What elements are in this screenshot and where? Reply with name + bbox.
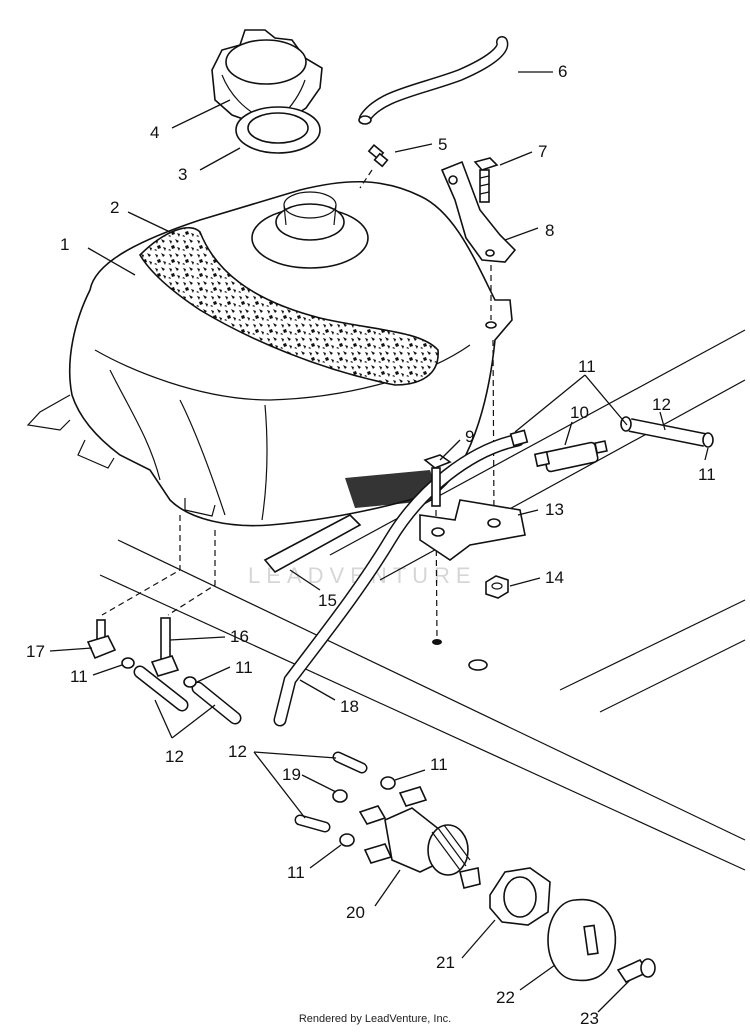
callout-22: 22: [496, 988, 515, 1007]
callout-7: 7: [538, 142, 547, 161]
callout-11-right: 11: [698, 465, 716, 484]
callout-11-petcock-top: 11: [430, 755, 448, 774]
callout-4: 4: [150, 123, 159, 142]
footer-credit: Rendered by LeadVenture, Inc.: [298, 1013, 452, 1025]
callout-9: 9: [465, 427, 474, 446]
callout-23: 23: [580, 1009, 599, 1028]
callout-11-filter-top: 11: [578, 357, 596, 376]
callout-19: 19: [282, 765, 301, 784]
mount-bracket: [419, 499, 526, 561]
tank-pad: [263, 514, 362, 574]
tank-cover-pad: [138, 227, 439, 386]
callout-12-center: 12: [228, 742, 247, 761]
callout-13: 13: [545, 500, 564, 519]
callout-3: 3: [178, 165, 187, 184]
vent-hose: [358, 36, 509, 125]
callout-14: 14: [545, 568, 564, 587]
tee-fitting: [150, 617, 180, 677]
callout-12-left: 12: [165, 747, 184, 766]
tank-bracket: [440, 160, 517, 263]
hose-clamps-left: [121, 657, 197, 688]
petcock-knob: [547, 898, 617, 982]
bracket-bolt: [473, 157, 499, 203]
fuel-petcock: [358, 786, 481, 889]
callout-16: 16: [230, 627, 249, 646]
knob-screw: [616, 958, 656, 984]
leader-lines: [49, 71, 709, 1013]
callout-18: 18: [340, 697, 359, 716]
callout-11-left: 11: [70, 667, 88, 686]
vent-fitting: [359, 143, 389, 189]
main-fuel-line: [273, 429, 529, 727]
fuel-hose-upper-right: [620, 416, 714, 448]
mount-nut: [485, 575, 509, 599]
callout-21: 21: [436, 953, 455, 972]
callout-6: 6: [558, 62, 567, 81]
callout-11-petcock-bottom: 11: [287, 863, 305, 882]
fuel-filter: [533, 440, 608, 473]
fuel-cap: [211, 29, 323, 126]
callout-labels: 1 2 3 4 5 6 7 8 9 10 11 12 11 13 14 15 1…: [26, 62, 716, 1028]
hose-clamps-petcock: [332, 776, 396, 847]
callout-1: 1: [60, 235, 69, 254]
callout-2: 2: [110, 198, 119, 217]
callout-20: 20: [346, 903, 365, 922]
fuel-hose-short-pieces: [294, 751, 368, 833]
shutoff-valve: [86, 619, 117, 660]
callout-10: 10: [570, 403, 589, 422]
callout-15: 15: [318, 591, 337, 610]
callout-17: 17: [26, 642, 45, 661]
fuel-tank: [26, 180, 513, 527]
fuel-hose-left-pair: [133, 665, 242, 725]
callout-11-tee: 11: [235, 658, 253, 677]
callout-12-upper: 12: [652, 395, 671, 414]
callout-5: 5: [438, 135, 447, 154]
petcock-nut: [489, 867, 551, 926]
callout-8: 8: [545, 221, 554, 240]
fuel-cap-gasket: [235, 106, 321, 154]
